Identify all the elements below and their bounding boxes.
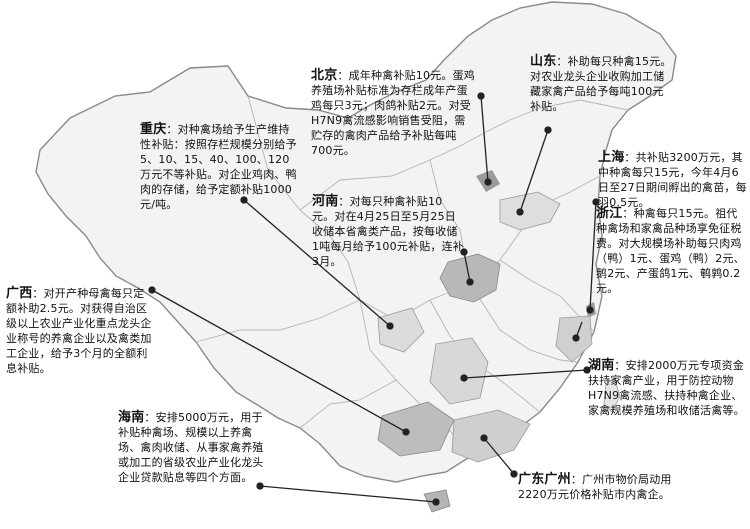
leader-shanghai: [589, 201, 597, 311]
note-guangxi-body: ：对开产种母禽每只定额补助2.5元。对获得自治区级以上农业产业化重点龙头企业称号…: [6, 287, 152, 375]
region-shandong: [499, 191, 561, 231]
region-hunan: [429, 337, 489, 405]
note-guangzhou-body: ：广州市物价局动用2220万元价格补贴市内禽企。: [518, 473, 672, 501]
note-shandong-title: 山东: [530, 54, 557, 69]
note-chongqing: 重庆：对种禽场给予生产维持性补贴：按照存栏规模分别给予5、10、15、40、10…: [140, 122, 300, 212]
leader-guangxi: [151, 289, 407, 433]
note-guangzhou-title: 广东广州: [518, 472, 571, 487]
note-beijing-title: 北京: [311, 68, 338, 83]
leader-lines: [148, 92, 600, 506]
note-shanghai-title: 上海: [598, 150, 625, 165]
note-shandong-body: ：补助每只种禽15元。对农业龙头企业收购加工储藏家禽产品给予每吨100元补贴。: [530, 55, 672, 113]
leader-beijing: [480, 95, 489, 183]
note-hainan-title: 海南: [118, 410, 145, 425]
leader-shandong: [519, 129, 549, 213]
note-chongqing-body: ：对种禽场给予生产维持性补贴：按照存栏规模分别给予5、10、15、40、100、…: [140, 123, 297, 211]
note-guangzhou: 广东广州：广州市物价局动用2220万元价格补贴市内禽企。: [518, 472, 694, 502]
note-zhejiang-title: 浙江: [596, 206, 623, 221]
note-shandong: 山东：补助每只种禽15元。对农业龙头企业收购加工储藏家禽产品给予每吨100元补贴…: [530, 54, 672, 114]
note-hunan-body: ：安排2000万元专项资金扶持家禽产业，用于防控动物H7N9禽流感、扶持种禽企业…: [588, 359, 745, 417]
note-hunan-title: 湖南: [588, 358, 615, 373]
note-shanghai: 上海：共补贴3200万元，其中种禽每只15元，今年4月6日至27日期间孵出的禽苗…: [598, 150, 748, 210]
note-henan-title: 河南: [312, 194, 339, 209]
leader-hainan: [259, 485, 437, 503]
region-guangxi: [377, 401, 455, 457]
note-zhejiang: 浙江：种禽每只15元。祖代种禽场和家禽品种场享免征税费。对大规模场补助每只肉鸡（…: [596, 206, 748, 296]
note-zhejiang-body: ：种禽每只15元。祖代种禽场和家禽品种场享免征税费。对大规模场补助每只肉鸡（鸭）…: [596, 207, 745, 295]
note-henan: 河南：对每只种禽补贴10元。对在4月25日至5月25日收储本省禽类产品，按每收储…: [312, 194, 464, 269]
leader-hunan: [463, 369, 588, 379]
note-shanghai-body: ：共补贴3200万元，其中种禽每只15元，今年4月6日至27日期间孵出的禽苗，每…: [598, 151, 747, 209]
note-beijing: 北京：成年种禽补贴10元。蛋鸡养殖场补贴标准为存栏成年产蛋鸡每只3元；肉鸽补贴2…: [311, 68, 475, 158]
note-henan-body: ：对每只种禽补贴10元。对在4月25日至5月25日收储本省禽类产品，按每收储1吨…: [312, 195, 464, 268]
region-guangdong: [451, 409, 531, 463]
note-hainan-body: ：安排5000万元，用于补贴种禽场、规模以上养禽场、禽肉收储、从事家禽养殖或加工…: [118, 411, 264, 484]
note-hunan: 湖南：安排2000万元专项资金扶持家禽产业，用于防控动物H7N9禽流感、扶持种禽…: [588, 358, 748, 418]
region-henan: [439, 253, 501, 303]
note-chongqing-title: 重庆: [140, 122, 167, 137]
note-guangxi: 广西：对开产种母禽每只定额补助2.5元。对获得自治区级以上农业产业化重点龙头企业…: [6, 286, 154, 376]
note-hainan: 海南：安排5000万元，用于补贴种禽场、规模以上养禽场、禽肉收储、从事家禽养殖或…: [118, 410, 272, 485]
leader-guangzhou: [483, 437, 515, 475]
taiwan-island: [603, 377, 621, 413]
note-guangxi-title: 广西: [6, 286, 33, 301]
region-chongqing: [377, 307, 425, 353]
leader-henan: [463, 251, 471, 283]
leader-chongqing: [243, 199, 391, 327]
note-beijing-body: ：成年种禽补贴10元。蛋鸡养殖场补贴标准为存栏成年产蛋鸡每只3元；肉鸽补贴2元。…: [311, 69, 476, 157]
